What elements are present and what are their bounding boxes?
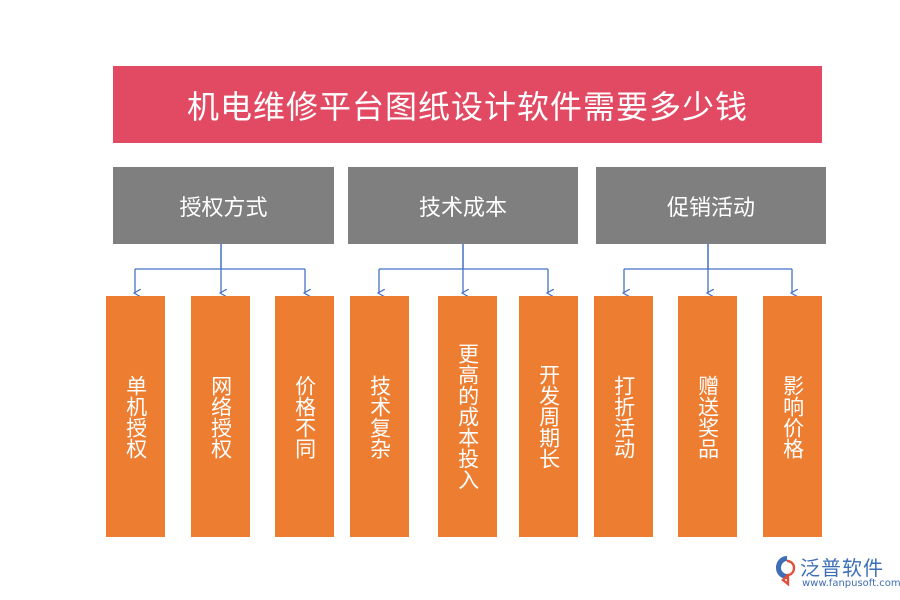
leaf-affect-price: 影响价格 xyxy=(763,296,822,537)
leaf-standalone-license: 单机授权 xyxy=(106,296,165,537)
category-box-promotion: 促销活动 xyxy=(596,167,826,244)
leaf-discount: 打折活动 xyxy=(594,296,653,537)
diagram-title: 机电维修平台图纸设计软件需要多少钱 xyxy=(113,66,822,143)
brand-logo: 泛普软件 www.fanpusoft.com xyxy=(770,548,900,594)
leaf-price-differs: 价格不同 xyxy=(275,296,334,537)
logo-mark-icon xyxy=(776,556,796,586)
logo-url-text: www.fanpusoft.com xyxy=(802,578,900,589)
leaf-gift-prize: 赠送奖品 xyxy=(678,296,737,537)
leaf-network-license: 网络授权 xyxy=(191,296,250,537)
logo-brand-text: 泛普软件 xyxy=(800,556,884,580)
leaf-long-dev-cycle: 开发周期长 xyxy=(519,296,578,537)
leaf-higher-cost: 更高的成本投入 xyxy=(438,296,497,537)
category-box-tech-cost: 技术成本 xyxy=(348,167,578,244)
category-box-authorization: 授权方式 xyxy=(113,167,334,244)
leaf-tech-complex: 技术复杂 xyxy=(350,296,409,537)
